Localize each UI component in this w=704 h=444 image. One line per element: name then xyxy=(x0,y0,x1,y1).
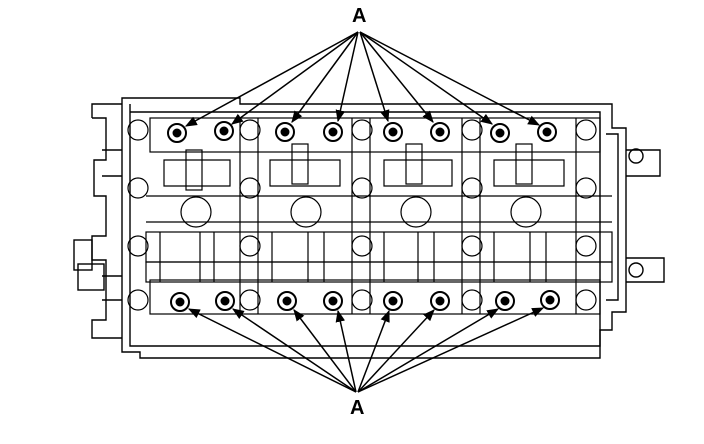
bolts-bottom xyxy=(170,290,560,312)
bolt-bottom-6 xyxy=(430,291,450,311)
bolt-bottom-5 xyxy=(383,291,403,311)
leader-arrows-top xyxy=(184,31,541,127)
arrow-bottom-3 xyxy=(293,309,357,393)
bolt-top-2 xyxy=(214,121,234,141)
arrow-bottom-1 xyxy=(187,308,357,393)
arrow-top-5 xyxy=(359,31,390,123)
bolt-bottom-8 xyxy=(540,290,560,310)
bolt-bottom-1 xyxy=(170,292,190,312)
arrow-bottom-5 xyxy=(357,309,390,393)
callout-label-top: A xyxy=(352,5,367,27)
bolt-top-7 xyxy=(490,123,510,143)
bolt-bottom-7 xyxy=(495,291,515,311)
bolt-top-8 xyxy=(537,122,557,142)
bolt-bottom-3 xyxy=(277,291,297,311)
arrow-top-3 xyxy=(291,31,359,123)
arrow-top-6 xyxy=(359,31,434,123)
bolt-top-1 xyxy=(167,123,187,143)
bolts-top xyxy=(167,121,557,143)
arrow-bottom-4 xyxy=(335,309,357,393)
bolt-top-6 xyxy=(430,122,450,142)
leader-arrows-bottom xyxy=(187,307,545,393)
arrow-bottom-6 xyxy=(357,309,435,393)
bolt-top-5 xyxy=(383,122,403,142)
bearing-circles xyxy=(127,119,597,311)
bolt-bottom-4 xyxy=(323,291,343,311)
callout-label-bottom: A xyxy=(350,397,365,419)
arrow-bottom-7 xyxy=(357,308,500,393)
arrow-top-4 xyxy=(335,31,359,123)
bolt-top-3 xyxy=(275,122,295,142)
arrow-top-2 xyxy=(231,31,359,125)
bolt-top-4 xyxy=(323,122,343,142)
arrow-bottom-8 xyxy=(357,307,545,393)
arrow-top-7 xyxy=(359,31,493,125)
arrow-bottom-2 xyxy=(232,308,357,393)
journal-rows xyxy=(145,117,613,315)
valve-pockets xyxy=(163,143,565,228)
bolt-bottom-2 xyxy=(215,291,235,311)
cylinder-head-outline xyxy=(73,97,665,359)
arrow-top-1 xyxy=(184,31,359,127)
arrow-top-8 xyxy=(359,31,541,126)
